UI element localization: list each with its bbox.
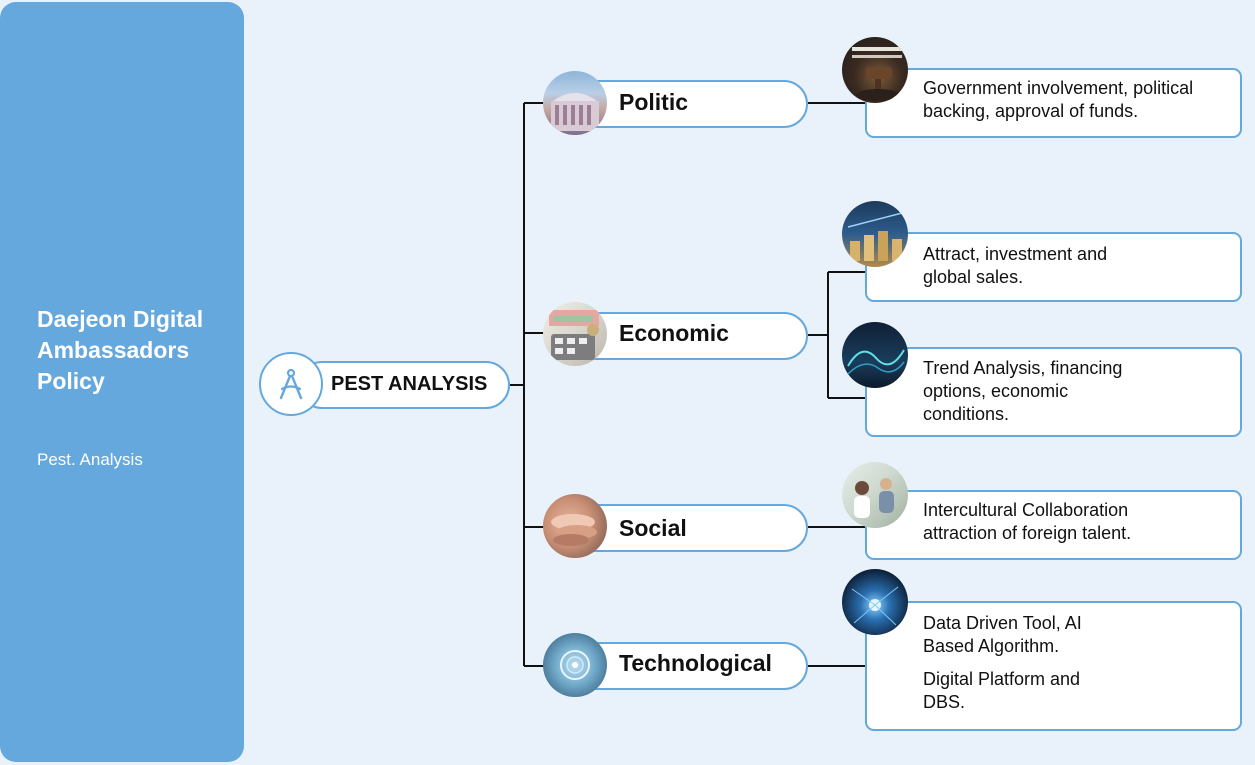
detail-line: DBS. [923, 692, 966, 712]
coins-chart-photo [842, 201, 908, 267]
detail-line: Trend Analysis, financing [923, 358, 1123, 378]
category-label-economic: Economic [619, 320, 729, 346]
sidebar-subtitle: Pest. Analysis [37, 450, 143, 469]
detail-box-politic [865, 68, 1242, 138]
digital-circle-icon [560, 650, 590, 680]
detail-box-economic-1 [865, 232, 1242, 302]
detail-box-technological [865, 601, 1242, 731]
detail-line: conditions. [923, 404, 1010, 424]
collaboration-photo [842, 462, 908, 528]
stacked-hands-photo [543, 494, 607, 558]
detail-line: backing, approval of funds. [923, 101, 1139, 121]
government-building-icon [551, 93, 599, 131]
root-node [298, 361, 510, 409]
people-icon [854, 478, 894, 518]
detail-text-social: Intercultural Collaboration attraction o… [923, 499, 1131, 545]
category-label-social: Social [619, 515, 687, 541]
detail-text-technological-2: Digital Platform and DBS. [923, 668, 1080, 714]
compass-icon [279, 368, 303, 400]
detail-line: Data Driven Tool, AI [923, 613, 1082, 633]
trend-graph-icon [847, 349, 905, 375]
detail-line: attraction of foreign talent. [923, 523, 1132, 543]
sidebar-title-line: Daejeon Digital [37, 306, 204, 332]
root-label: PEST ANALYSIS [331, 373, 488, 395]
gavel-photo [842, 37, 908, 103]
detail-text-economic-2: Trend Analysis, financing options, econo… [923, 357, 1122, 426]
calculator-money-photo [543, 302, 607, 366]
trend-graph-photo [842, 322, 908, 388]
sidebar-panel [0, 2, 244, 762]
detail-line: options, economic [923, 381, 1069, 401]
gavel-icon [852, 47, 902, 101]
category-label-technological: Technological [619, 650, 772, 676]
detail-line: Attract, investment and [923, 244, 1108, 264]
detail-line: Government involvement, political [923, 78, 1194, 98]
detail-text-economic-1: Attract, investment and global sales. [923, 243, 1107, 289]
sidebar-title: Daejeon Digital Ambassadors Policy [37, 304, 237, 397]
detail-line: Digital Platform and [923, 669, 1081, 689]
category-label-politic: Politic [619, 89, 689, 115]
calculator-icon [549, 310, 599, 360]
detail-box-economic-2 [865, 347, 1242, 437]
ai-network-photo [842, 569, 908, 635]
sidebar-title-line: Policy [37, 368, 105, 394]
sidebar-title-line: Ambassadors [37, 337, 190, 363]
ai-network-icon [851, 586, 899, 626]
detail-line: Based Algorithm. [923, 636, 1060, 656]
hands-icon [551, 514, 597, 546]
government-building-photo [543, 71, 607, 135]
detail-text-technological: Data Driven Tool, AI Based Algorithm. [923, 612, 1082, 658]
detail-line: Intercultural Collaboration [923, 500, 1129, 520]
coins-icon [847, 212, 903, 261]
detail-text-politic: Government involvement, political backin… [923, 77, 1193, 123]
detail-line: global sales. [923, 267, 1024, 287]
digital-technology-photo [543, 633, 607, 697]
root-icon-circle [259, 352, 323, 416]
